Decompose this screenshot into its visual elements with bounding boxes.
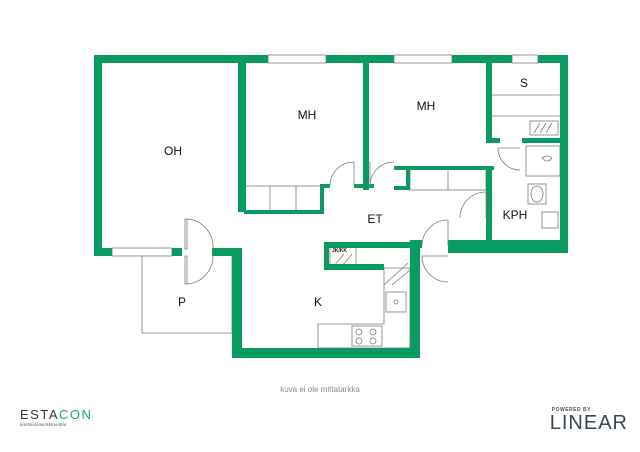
estacon-logo-name-part2: CON: [59, 407, 93, 422]
linear-logo: POWERED BY LINEAR: [550, 407, 628, 433]
scale-disclaimer: kuva ei ole mittatarkka: [280, 385, 360, 394]
estacon-logo-name: ESTACON: [20, 407, 92, 422]
room-label-balcony: P: [178, 295, 186, 309]
room-label-et: ET: [367, 212, 383, 226]
estacon-logo-name-part1: ESTA: [20, 407, 59, 422]
room-label-kph: KPH: [503, 208, 528, 222]
room-label-kitchen: K: [314, 295, 322, 309]
room-label-mh-right: MH: [417, 99, 436, 113]
room-label-mh-left: MH: [298, 108, 317, 122]
room-label-sauna: S: [520, 76, 528, 90]
room-label-oh: OH: [164, 144, 182, 158]
estacon-logo: ESTACON kiinteistömarkkinointia: [20, 407, 92, 428]
estacon-logo-tagline: kiinteistömarkkinointia: [20, 423, 67, 428]
floor-plan: OH MH MH S ET KPH K P JK/KK: [94, 54, 568, 358]
cabinet-label-jkkk: JK/KK: [332, 248, 347, 254]
walls: [94, 55, 568, 358]
linear-logo-powered-by: POWERED BY: [551, 407, 591, 413]
linear-logo-brand: LINEAR: [549, 412, 628, 434]
doors: [184, 147, 521, 285]
